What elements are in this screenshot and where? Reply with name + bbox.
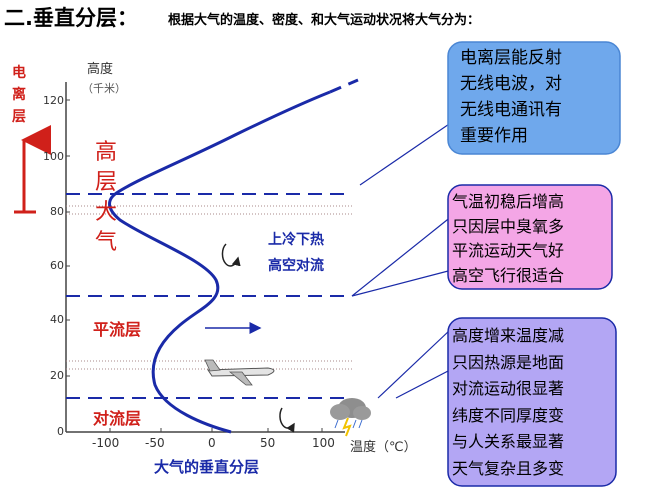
- mesosphere-note-line-2: 高空对流: [268, 258, 324, 274]
- ionosphere-callout-line-1: 电离层能反射: [460, 48, 562, 68]
- temperature-curve-extension: [329, 78, 359, 94]
- y-tick-120: 120: [43, 94, 64, 107]
- troposphere-callout: 高度增来温度减 只因热源是地面 对流运动很显著 纬度不同厚度变 与人关系最显著 …: [452, 323, 564, 482]
- ionosphere-callout-box: [447, 41, 621, 155]
- troposphere-callout-line-6: 天气复杂且多变: [452, 458, 565, 478]
- callout-pointers: [351, 119, 456, 399]
- stratosphere-callout: 气温初稳后增高 只因层中臭氧多 平流运动天气好 高空飞行很适合: [452, 190, 564, 288]
- ionosphere-vertical-label: 电 离 层: [12, 62, 26, 128]
- ionosphere-callout: 电离层能反射 无线电波，对 无线电通讯有 重要作用: [460, 45, 562, 149]
- y-tick-80: 80: [50, 205, 64, 218]
- x-axis-label: 温度（℃）: [350, 440, 417, 455]
- troposphere-label: 对流层: [93, 409, 142, 428]
- y-axis-ticks: [66, 99, 70, 377]
- y-tick-60: 60: [50, 259, 64, 272]
- troposphere-callout-box: [447, 317, 617, 487]
- y-tick-40: 40: [50, 313, 64, 326]
- troposphere-callout-line-2: 只因热源是地面: [452, 352, 565, 372]
- airplane-icon: [204, 359, 275, 386]
- troposphere-callout-line-1: 高度增来温度减: [452, 326, 565, 345]
- x-tick-minus100: -100: [92, 436, 120, 450]
- x-axis-ticks: [109, 428, 323, 432]
- stratosphere-callout-line-2: 只因层中臭氧多: [452, 216, 565, 236]
- x-tick-minus50: -50: [145, 436, 165, 450]
- ionosphere-char-1: 电: [12, 65, 26, 81]
- troposphere-callout-line-4: 纬度不同厚度变: [452, 405, 565, 425]
- thundercloud-icon: [330, 398, 371, 437]
- stratosphere-callout-line-3: 平流运动天气好: [452, 241, 565, 260]
- upper-atmosphere-char-1: 高: [95, 140, 118, 165]
- ionosphere-char-3: 层: [12, 109, 26, 125]
- mesosphere-note: 上冷下热 高空对流: [268, 227, 324, 279]
- mesosphere-note-line-1: 上冷下热: [268, 232, 324, 248]
- page-title: 二.垂直分层：: [4, 6, 138, 30]
- upper-atmosphere-char-4: 气: [95, 230, 118, 255]
- y-tick-100: 100: [43, 150, 64, 163]
- upper-atmosphere-char-2: 层: [95, 170, 118, 195]
- y-axis-label: 高度: [87, 62, 114, 77]
- x-tick-50: 50: [260, 436, 276, 450]
- ionosphere-char-2: 离: [12, 87, 26, 103]
- y-axis-unit: （千米）: [82, 82, 126, 95]
- ionosphere-callout-line-3: 无线电通讯有: [460, 100, 562, 120]
- stratosphere-callout-line-4: 高空飞行很适合: [452, 265, 565, 285]
- circular-arrow-icon: [221, 243, 241, 267]
- page-subtitle: 根据大气的温度、密度、和大气运动状况将大气分为：: [168, 13, 481, 28]
- temperature-curve: [108, 90, 331, 434]
- upper-atmosphere-label: 高 层 大 气: [95, 138, 117, 258]
- troposphere-callout-line-3: 对流运动很显著: [452, 379, 565, 398]
- ionosphere-callout-line-2: 无线电波，对: [460, 74, 562, 94]
- stratosphere-callout-line-1: 气温初稳后增高: [452, 192, 565, 211]
- troposphere-callout-line-5: 与人关系最显著: [452, 432, 565, 451]
- ionosphere-callout-line-4: 重要作用: [460, 126, 528, 146]
- y-tick-20: 20: [50, 369, 64, 382]
- x-tick-100: 100: [312, 436, 335, 450]
- y-tick-0: 0: [57, 425, 64, 438]
- diagram-caption: 大气的垂直分层: [154, 458, 260, 476]
- x-tick-0: 0: [208, 436, 216, 450]
- stratosphere-label: 平流层: [93, 320, 142, 339]
- stratosphere-callout-box: [447, 184, 613, 290]
- upper-atmosphere-char-3: 大: [95, 200, 118, 225]
- circular-arrow-icon: [279, 407, 295, 433]
